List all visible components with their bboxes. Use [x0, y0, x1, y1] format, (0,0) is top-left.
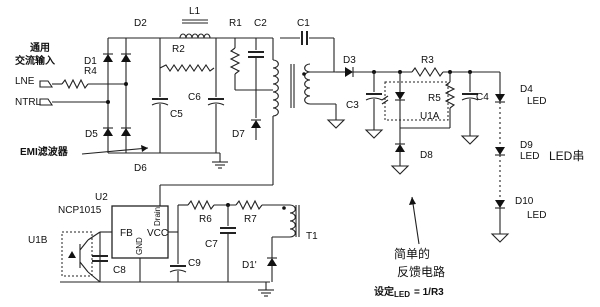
d2-diode — [121, 54, 131, 62]
r5-label: R5 — [428, 93, 441, 104]
d4-led-text: LED — [527, 96, 546, 107]
ic-name-label: NCP1015 — [58, 205, 102, 216]
c4-label: C4 — [476, 92, 489, 103]
ac-input-label-2: 交流输入 — [15, 54, 55, 67]
r1-resistor — [229, 47, 241, 75]
r3-resistor — [411, 66, 444, 78]
d4-label: D4 — [520, 84, 533, 95]
c3-label: C3 — [346, 100, 359, 111]
u2-label: U2 — [95, 192, 108, 203]
c7-label: C7 — [205, 239, 218, 250]
d10-led-text: LED — [527, 210, 546, 221]
d4-led — [495, 94, 505, 102]
u1b-label: U1B — [28, 235, 48, 246]
d6-diode — [121, 128, 131, 136]
ic-drain-pin: Drain — [153, 207, 162, 226]
d1-prime-diode — [267, 258, 277, 266]
d10-label: D10 — [515, 196, 534, 207]
r2-resistor — [159, 64, 215, 72]
c1-label: C1 — [297, 18, 310, 29]
d10-led — [495, 200, 505, 208]
ground-symbol-d8 — [390, 165, 410, 175]
ntrl-label: NTRL — [15, 97, 42, 108]
feedback-label-1: 简单的 — [394, 246, 430, 261]
d2-label: D2 — [134, 18, 147, 29]
ground-symbol-secondary — [326, 119, 346, 129]
c5-label: C5 — [170, 109, 183, 120]
d6-label: D6 — [134, 163, 147, 174]
c6-label: C6 — [188, 92, 201, 103]
u1a-optocoupler — [384, 81, 449, 121]
c2-label: C2 — [254, 18, 267, 29]
d9-label: D9 — [520, 140, 533, 151]
d3-diode — [345, 67, 353, 77]
c8-label: C8 — [113, 265, 126, 276]
r4-label: R4 — [84, 66, 97, 77]
feedback-label-2: 反馈电路 — [397, 264, 445, 279]
t1-label: T1 — [306, 231, 318, 242]
t1-primary-winding — [272, 59, 279, 117]
r4-resistor — [61, 78, 89, 90]
c9-label: C9 — [188, 258, 201, 269]
d7-label: D7 — [232, 129, 245, 140]
emi-filter-label: EMI滤波器 — [20, 145, 69, 158]
ground-symbol-c3 — [364, 129, 384, 139]
ic-vcc-pin: VCC — [147, 228, 168, 239]
feedback-formula: 设定LED= 1/R3 — [374, 285, 444, 299]
l1-inductor — [179, 33, 211, 39]
d8-zener — [395, 144, 405, 152]
d3-label: D3 — [343, 55, 356, 66]
d9-led — [495, 147, 505, 155]
l1-label: L1 — [189, 6, 201, 17]
d1-label: D1 — [84, 56, 97, 67]
d5-diode — [103, 128, 113, 136]
r1-label: R1 — [229, 18, 242, 29]
d1-prime-label: D1' — [242, 260, 257, 271]
u1a-led — [395, 92, 405, 100]
u1b-optocoupler — [61, 231, 93, 277]
u1a-label: U1A — [420, 111, 440, 122]
r2-label: R2 — [172, 44, 185, 55]
r6-label: R6 — [199, 214, 212, 225]
r3-label: R3 — [421, 55, 434, 66]
r7-label: R7 — [244, 214, 257, 225]
ac-input-label-1: 通用 — [30, 42, 50, 54]
d8-label: D8 — [420, 150, 433, 161]
t1-aux-winding — [289, 204, 296, 238]
feedback-pointer-arrow — [411, 196, 420, 245]
d1-diode — [103, 54, 113, 62]
ic-fb-pin: FB — [120, 228, 133, 239]
led-string-label: LED串 — [549, 149, 584, 163]
ground-symbol-led — [490, 233, 510, 243]
lne-label: LNE — [15, 76, 35, 87]
d9-led-text: LED — [520, 151, 539, 162]
ic-gnd-pin: GND — [135, 237, 144, 255]
r7-resistor — [235, 199, 263, 211]
d7-diode — [251, 120, 261, 128]
emi-pointer-arrow — [81, 147, 149, 155]
t1-secondary-winding — [304, 63, 311, 105]
r6-resistor — [187, 199, 215, 211]
r5-resistor — [444, 81, 456, 109]
ntrl-terminal — [39, 98, 54, 106]
lne-terminal — [39, 80, 54, 88]
d5-label: D5 — [85, 129, 98, 140]
ground-symbol-c4 — [460, 135, 480, 145]
u1b-phototransistor — [68, 251, 76, 258]
